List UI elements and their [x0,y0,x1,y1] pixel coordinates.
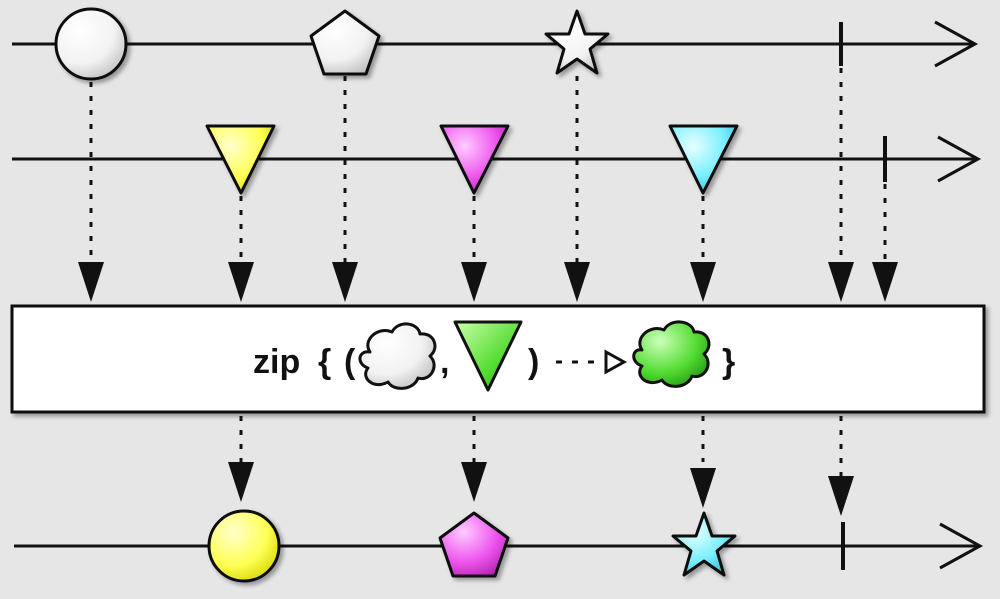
output-stream [14,509,984,583]
triangle-right-icon [604,349,628,375]
operator-close-paren: ) [528,343,539,381]
operator-open-brace: { [318,343,331,381]
arrow-down-icon [461,262,487,302]
marble-white-circle [54,7,128,81]
arrow-down-icon [228,462,254,502]
operator-comma: , [440,343,449,381]
cloud-green-icon [632,320,711,388]
arrow-down-icon [461,462,487,502]
arrow-down-icon [228,262,254,302]
arrow-down-icon [78,262,104,302]
timeline-1-arrow-icon [934,20,979,68]
arrow-down-icon [332,262,358,302]
operator-close-brace: } [722,343,735,381]
arrow-down-icon [872,262,898,302]
timeline-output-arrow-icon [939,522,984,570]
arrow-down-icon [690,262,716,302]
arrow-down-icon [564,262,590,302]
input-stream-1 [12,7,979,81]
operator-result-arrow [556,349,628,375]
marble-magenta-pentagon [438,511,510,578]
input-stream-2 [12,124,982,195]
arrow-down-icon [828,262,854,302]
input-arrowheads [78,262,898,302]
marble-white-pentagon [309,9,381,76]
marble-magenta-triangle [439,124,510,195]
marble-cyan-star [671,511,737,577]
marble-white-star [544,9,610,75]
marble-yellow-circle [207,509,281,583]
output-dotted-lines [239,416,843,476]
operator-box: zip { ( , ) } [10,304,986,414]
operator-open-paren: ( [344,343,356,381]
triangle-green-icon [453,320,523,392]
input-dotted-lines [89,68,887,262]
marble-cyan-triangle [668,124,739,195]
output-arrowheads [228,462,854,516]
marble-yellow-triangle [205,124,276,195]
arrow-down-icon [828,476,854,516]
cloud-white-icon [358,322,437,390]
operator-name: zip [253,343,300,381]
arrow-down-icon [690,468,716,508]
timeline-2-arrow-icon [937,135,982,183]
